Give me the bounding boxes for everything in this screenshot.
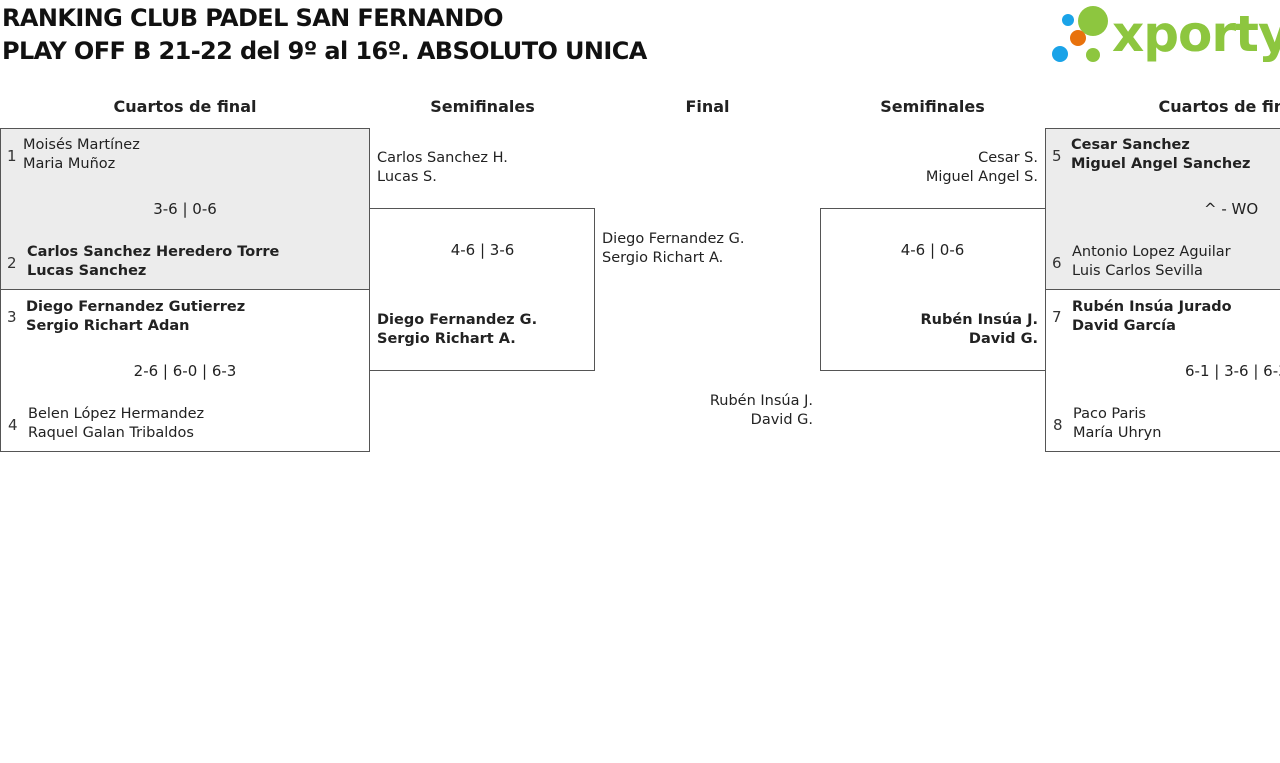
match-score: 4-6 | 0-6 [900, 241, 965, 259]
seed-number: 4 [8, 416, 18, 434]
player-name-winner: Diego Fernandez Gutierrez [26, 299, 246, 315]
finalist-name: Diego Fernandez G. [602, 231, 745, 247]
match-score: 2-6 | 6-0 | 6-3 [133, 362, 237, 380]
finalist-name: Sergio Richart A. [602, 250, 724, 266]
match-box-qf3[interactable] [1045, 128, 1280, 290]
logo-dot-blue-small [1052, 46, 1068, 62]
column-header-sf-right: Semifinales [880, 97, 985, 116]
column-header-final: Final [685, 97, 730, 116]
match-box-qf4[interactable] [1045, 289, 1280, 452]
player-name-winner: Cesar Sanchez [1071, 137, 1190, 153]
player-name-winner: Sergio Richart Adan [26, 318, 190, 334]
finalist-name: David G. [750, 412, 813, 428]
match-score: 6-1 | 3-6 | 6-3 [1185, 362, 1280, 380]
logo-dot-green-small [1086, 48, 1100, 62]
player-name: Moisés Martínez [23, 137, 140, 153]
player-name: Cesar S. [978, 150, 1038, 166]
match-score: 3-6 | 0-6 [153, 200, 217, 218]
player-name: Raquel Galan Tribaldos [28, 425, 194, 441]
page-title: RANKING CLUB PADEL SAN FERNANDO [2, 4, 504, 32]
player-name: Antonio Lopez Aguilar [1072, 244, 1231, 260]
seed-number: 6 [1052, 254, 1062, 272]
match-box-sf2[interactable] [820, 208, 1046, 371]
logo-text: xporty [1112, 5, 1280, 63]
player-name-winner: Sergio Richart A. [377, 331, 516, 347]
seed-number: 5 [1052, 147, 1062, 165]
column-header-qf-right: Cuartos de final [1158, 97, 1280, 116]
player-name-winner: Miguel Angel Sanchez [1071, 156, 1251, 172]
player-name-winner: Carlos Sanchez Heredero Torre [27, 244, 280, 260]
player-name: Carlos Sanchez H. [377, 150, 508, 166]
player-name: Belen López Hermandez [28, 406, 205, 422]
player-name-winner: Rubén Insúa Jurado [1072, 299, 1232, 315]
player-name-winner: Rubén Insúa J. [920, 312, 1038, 328]
match-box-sf1[interactable] [369, 208, 595, 371]
seed-number: 2 [7, 254, 17, 272]
match-score: 4-6 | 3-6 [450, 241, 515, 259]
page-subtitle: PLAY OFF B 21-22 del 9º al 16º. ABSOLUTO… [2, 37, 647, 65]
seed-number: 3 [7, 308, 17, 326]
seed-number: 1 [7, 147, 17, 165]
xporty-logo[interactable] [1050, 4, 1276, 68]
column-header-qf-left: Cuartos de final [113, 97, 257, 116]
player-name-winner: Diego Fernandez G. [377, 312, 538, 328]
seed-number: 7 [1052, 308, 1062, 326]
player-name: Miguel Angel S. [925, 169, 1038, 185]
player-name: Lucas S. [377, 169, 437, 185]
logo-dot-blue [1062, 14, 1074, 26]
logo-dot-orange [1070, 30, 1086, 46]
column-header-sf-left: Semifinales [430, 97, 535, 116]
player-name-winner: David García [1072, 318, 1176, 334]
player-name-winner: Lucas Sanchez [27, 263, 147, 279]
player-name-winner: David G. [968, 331, 1038, 347]
player-name: Paco Paris [1073, 406, 1146, 422]
player-name: Luis Carlos Sevilla [1072, 263, 1203, 279]
match-score: ^ - WO [1204, 200, 1259, 218]
finalist-name: Rubén Insúa J. [709, 393, 813, 409]
seed-number: 8 [1053, 416, 1063, 434]
player-name: María Uhryn [1073, 425, 1162, 441]
player-name: Maria Muñoz [23, 156, 116, 172]
